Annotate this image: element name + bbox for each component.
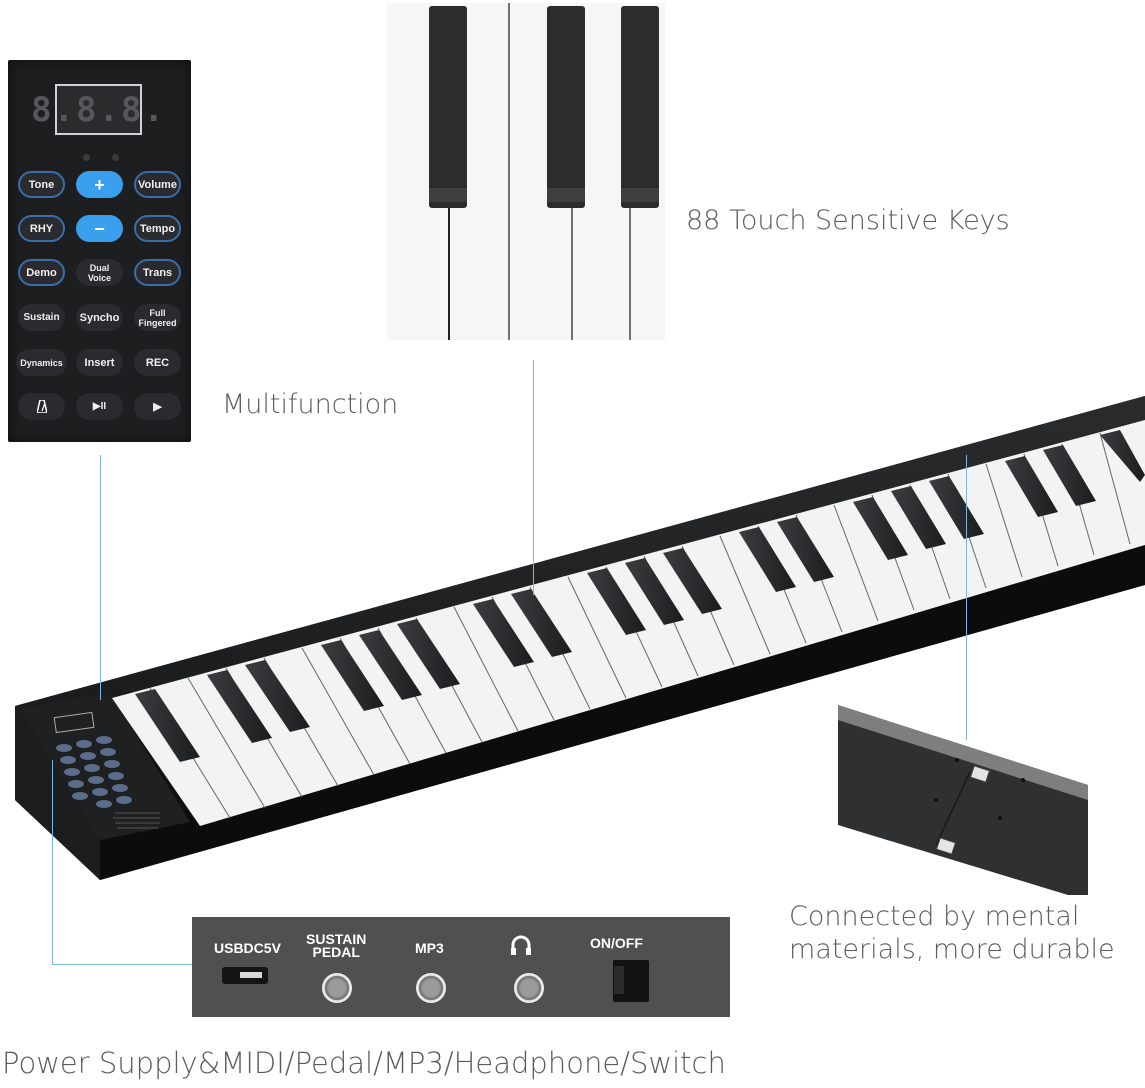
indicator-light [83, 154, 90, 161]
full-fingered-button[interactable]: Full Fingered [134, 304, 181, 331]
connection-caption: Connected by mental materials, more dura… [789, 900, 1115, 966]
keys-closeup-illustration [387, 3, 665, 340]
metronome-button[interactable] [18, 393, 65, 420]
play-pause-button[interactable]: ▶II [76, 393, 123, 420]
sustain-pedal-label: SUSTAIN PEDAL [306, 931, 367, 960]
minus-button[interactable]: − [76, 215, 123, 242]
plus-button[interactable]: + [76, 171, 123, 198]
volume-button[interactable]: Volume [134, 171, 181, 198]
multifunction-leader-line [100, 455, 101, 700]
hinge-closeup-illustration [838, 705, 1088, 895]
indicator-light [112, 154, 119, 161]
tone-button[interactable]: Tone [18, 171, 65, 198]
tempo-button[interactable]: Tempo [134, 215, 181, 242]
ports-leader-vertical [52, 760, 53, 965]
led-display-value: 8.8.8. [31, 89, 166, 130]
mp3-jack[interactable] [416, 973, 446, 1003]
power-switch-rocker [614, 966, 624, 994]
play-button[interactable]: ▶ [134, 393, 181, 420]
sustain-button[interactable]: Sustain [18, 304, 65, 331]
keys-closeup-inset [387, 3, 665, 340]
dual-voice-button[interactable]: Dual Voice [76, 259, 123, 286]
rec-button[interactable]: REC [134, 349, 181, 376]
usb-port[interactable] [222, 967, 268, 984]
usb-port-tongue [240, 972, 262, 978]
control-panel-inset: 8.8.8. Tone + Volume RHY − Tempo Demo Du… [8, 60, 191, 442]
on-off-label: ON/OFF [590, 935, 643, 951]
insert-button[interactable]: Insert [76, 349, 123, 376]
hinge-closeup-inset [838, 700, 1088, 895]
syncho-button[interactable]: Syncho [76, 304, 123, 331]
keys-leader-line [533, 360, 534, 595]
sustain-label-line2: PEDAL [312, 944, 360, 960]
ports-panel: USBDC5V SUSTAIN PEDAL MP3 ON/OFF [192, 917, 730, 1017]
connection-caption-line1: Connected by mental [789, 901, 1080, 932]
headphone-icon [511, 935, 531, 955]
mp3-label: MP3 [415, 940, 444, 956]
usb-label: USBDC5V [214, 940, 281, 956]
multifunction-caption: Multifunction [222, 389, 399, 420]
ports-leader-horizontal [52, 964, 192, 965]
led-display: 8.8.8. [31, 84, 164, 135]
trans-button[interactable]: Trans [134, 259, 181, 286]
demo-button[interactable]: Demo [18, 259, 65, 286]
sustain-pedal-jack[interactable] [322, 973, 352, 1003]
power-switch[interactable] [613, 960, 649, 1002]
connection-caption-line2: materials, more durable [789, 934, 1115, 965]
ports-caption: Power Supply&MIDI/Pedal/MP3/Headphone/Sw… [2, 1046, 726, 1080]
sustain-label-line1: SUSTAIN [306, 931, 367, 947]
metronome-icon [36, 400, 47, 413]
rhy-button[interactable]: RHY [18, 215, 65, 242]
headphone-jack[interactable] [514, 973, 544, 1003]
keys-caption: 88 Touch Sensitive Keys [686, 205, 1010, 236]
dynamics-button[interactable]: Dynamics [16, 349, 67, 376]
connection-leader-line [966, 455, 967, 740]
